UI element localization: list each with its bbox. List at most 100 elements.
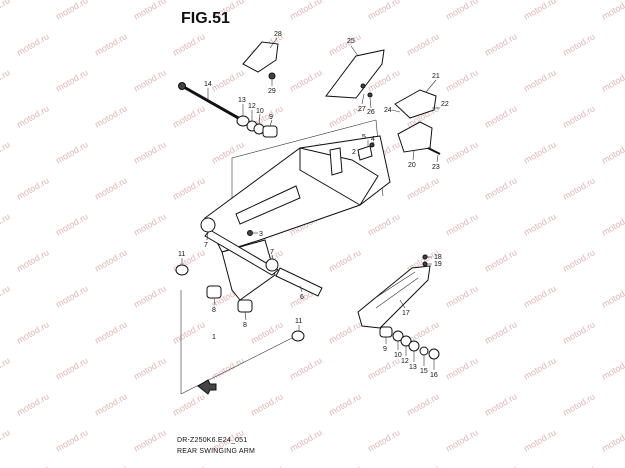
- watermark-text: motod.ru: [366, 355, 402, 381]
- chain-guide-block: [394, 89, 441, 155]
- watermark-text: motod.ru: [366, 427, 402, 453]
- callout-8-left: 8: [212, 307, 216, 314]
- watermark-text: motod.ru: [561, 103, 597, 129]
- watermark-text: motod.ru: [600, 283, 625, 309]
- watermark-text: motod.ru: [522, 67, 558, 93]
- watermark-text: motod.ru: [93, 391, 129, 417]
- watermark-text: motod.ru: [444, 139, 480, 165]
- callout-8-right: 8: [243, 322, 247, 329]
- watermark-text: motod.ru: [444, 67, 480, 93]
- chain-buffer: [357, 265, 431, 329]
- watermark-text: motod.ru: [483, 247, 519, 273]
- watermark-text: motod.ru: [171, 463, 207, 468]
- watermark-text: motod.ru: [327, 463, 363, 468]
- watermark-text: motod.ru: [444, 211, 480, 237]
- watermark-text: motod.ru: [210, 67, 246, 93]
- dust-seals: [175, 264, 305, 342]
- watermark-text: motod.ru: [444, 283, 480, 309]
- watermark-text: motod.ru: [93, 247, 129, 273]
- callout-24: 24: [384, 107, 392, 114]
- callout-9: 9: [269, 114, 273, 121]
- callout-25: 25: [347, 38, 355, 45]
- watermark-text: motod.ru: [600, 0, 625, 22]
- callout-29: 29: [268, 88, 276, 95]
- watermark-text: motod.ru: [15, 31, 51, 57]
- small-fasteners: [247, 142, 428, 267]
- watermark-text: motod.ru: [132, 283, 168, 309]
- callout-23: 23: [432, 164, 440, 171]
- watermark-text: motod.ru: [15, 463, 51, 468]
- watermark-text: motod.ru: [327, 247, 363, 273]
- lower-washers: [379, 326, 440, 360]
- callout-labels: 28 29 25 27 26 21 24 22 20 23 14 13 12 1…: [178, 31, 449, 379]
- watermark-text: motod.ru: [0, 211, 12, 237]
- watermark-text: motod.ru: [171, 319, 207, 345]
- watermark-text: motod.ru: [561, 463, 597, 468]
- callout-5: 5: [362, 134, 366, 141]
- watermark-text: motod.ru: [561, 319, 597, 345]
- watermark-text: motod.ru: [600, 139, 625, 165]
- watermark-text: motod.ru: [0, 67, 12, 93]
- watermark-text: motod.ru: [132, 67, 168, 93]
- watermark-text: motod.ru: [444, 427, 480, 453]
- watermark-text: motod.ru: [405, 175, 441, 201]
- watermark-text: motod.ru: [54, 0, 90, 22]
- leader-lines: [181, 37, 440, 370]
- callout-13-lower: 13: [409, 364, 417, 371]
- watermark-text: motod.ru: [249, 463, 285, 468]
- callout-27: 27: [358, 106, 366, 113]
- watermark-text: motod.ru: [132, 427, 168, 453]
- callout-19: 19: [434, 261, 442, 268]
- watermark-text: motod.ru: [15, 175, 51, 201]
- callout-21: 21: [432, 73, 440, 80]
- watermark-text: motod.ru: [483, 103, 519, 129]
- watermark-text: motod.ru: [288, 427, 324, 453]
- watermark-text: motod.ru: [54, 427, 90, 453]
- watermark-text: motod.ru: [132, 139, 168, 165]
- watermark-text: motod.ru: [54, 283, 90, 309]
- watermark-text: motod.ru: [132, 355, 168, 381]
- watermark-text: motod.ru: [561, 247, 597, 273]
- watermark-text: motod.ru: [600, 427, 625, 453]
- watermark-text: motod.ru: [522, 355, 558, 381]
- watermark-text: motod.ru: [171, 391, 207, 417]
- watermark-text: motod.ru: [0, 355, 12, 381]
- chain-guard: [242, 41, 279, 80]
- watermark-text: motod.ru: [15, 247, 51, 273]
- watermark-text: motod.ru: [93, 103, 129, 129]
- callout-20: 20: [408, 162, 416, 169]
- callout-14: 14: [204, 81, 212, 88]
- watermark-text: motod.ru: [483, 175, 519, 201]
- watermark-text: motod.ru: [444, 0, 480, 22]
- callout-11-left: 11: [178, 251, 185, 258]
- watermark-text: motod.ru: [327, 31, 363, 57]
- chain-guide-cover: [325, 49, 385, 99]
- callout-22: 22: [441, 101, 449, 108]
- watermark-text: motod.ru: [561, 175, 597, 201]
- callout-16: 16: [430, 372, 438, 379]
- watermark-text: motod.ru: [561, 31, 597, 57]
- watermark-text: motod.ru: [171, 103, 207, 129]
- figure-code: DR-Z250K6.E24_051: [177, 437, 248, 444]
- watermark-text: motod.ru: [405, 391, 441, 417]
- watermark-text: motod.ru: [210, 139, 246, 165]
- watermark-text: motod.ru: [0, 0, 12, 22]
- watermark-text: motod.ru: [0, 427, 12, 453]
- watermark-text: motod.ru: [288, 67, 324, 93]
- callout-1: 1: [212, 334, 216, 341]
- front-direction-arrow-icon: [197, 379, 217, 395]
- watermark-text: motod.ru: [522, 211, 558, 237]
- watermark-text: motod.ru: [93, 319, 129, 345]
- callout-3: 3: [259, 231, 263, 238]
- swing-arm: [204, 135, 391, 301]
- watermark-text: motod.ru: [522, 283, 558, 309]
- watermark-text: motod.ru: [249, 319, 285, 345]
- watermark-text: motod.ru: [171, 31, 207, 57]
- watermark-text: motod.ru: [522, 139, 558, 165]
- callout-15: 15: [420, 368, 428, 375]
- watermark-text: motod.ru: [366, 211, 402, 237]
- watermark-text: motod.ru: [483, 319, 519, 345]
- watermark-text: motod.ru: [327, 391, 363, 417]
- watermark-text: motod.ru: [600, 67, 625, 93]
